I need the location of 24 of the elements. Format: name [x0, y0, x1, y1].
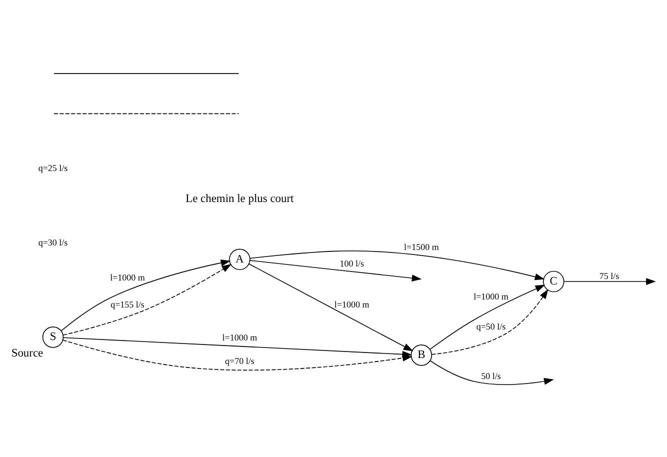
- edge-label: l=1000 m: [474, 290, 508, 301]
- arrow: [248, 262, 414, 351]
- node-circle: B: [410, 344, 432, 366]
- edge-label: 75 l/s: [599, 270, 620, 280]
- legend-label: Le chemin le plus court: [186, 192, 294, 204]
- node-circle: A: [229, 248, 250, 270]
- arrow: [250, 260, 422, 282]
- node-circle: S: [42, 326, 64, 348]
- edge-label: q=50 l/s: [476, 321, 506, 332]
- edge-label: q=155 l/s: [110, 299, 144, 310]
- edge-label: l=1000 m: [110, 272, 145, 282]
- edge-label: 50 l/s: [481, 370, 501, 380]
- edge-label: q=70 l/s: [225, 356, 254, 366]
- node-circle: C: [542, 270, 564, 292]
- label: q=30 l/s: [38, 236, 68, 247]
- arrow: [430, 360, 554, 385]
- node-label: Source: [11, 347, 44, 360]
- edge-label: l=1000 m: [334, 299, 370, 310]
- edge-label: l=1500 m: [404, 242, 439, 252]
- arrow: [564, 278, 656, 284]
- label: q=25 l/s: [38, 162, 68, 172]
- arrow: [250, 250, 545, 280]
- edge-label: l=1000 m: [222, 332, 258, 342]
- edge-label: 100 l/s: [340, 258, 364, 268]
